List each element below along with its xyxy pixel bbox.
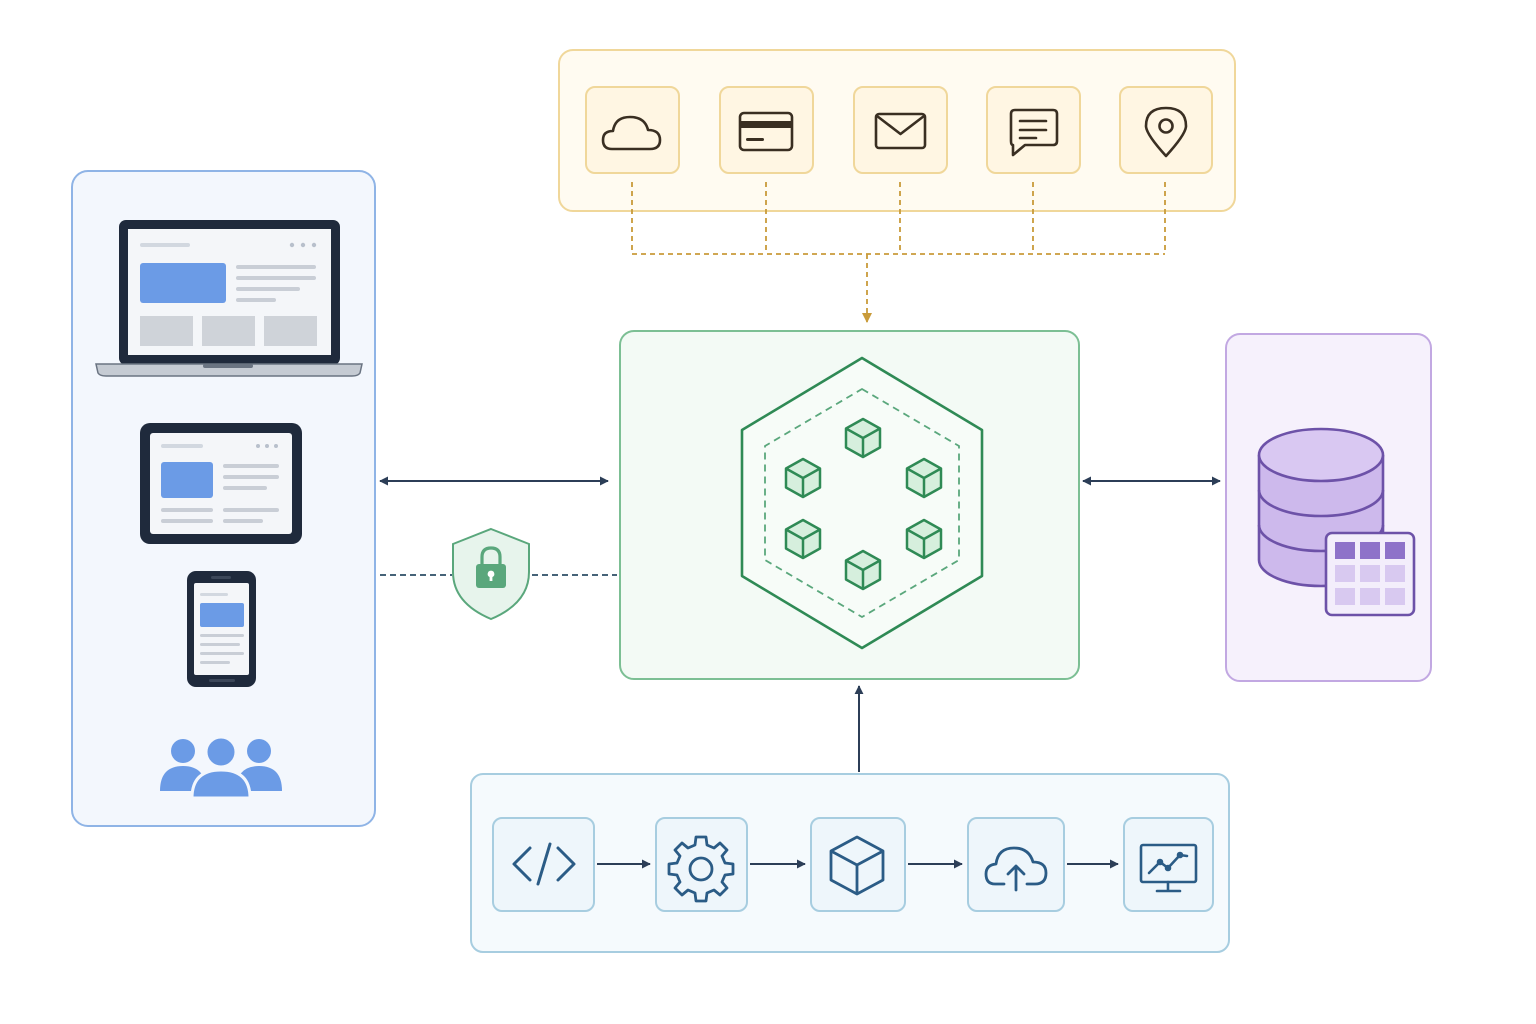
laptop-icon [95,220,363,377]
external-service-tile [585,86,680,174]
external-service-tile [719,86,814,174]
table-grid-icon [1324,531,1416,617]
pipeline-step [1123,817,1214,912]
module-cube-icon [905,518,943,560]
pipeline-step [655,817,748,912]
mail-icon [874,112,927,150]
shield-lock-icon [452,527,530,621]
module-cube-icon [784,457,822,499]
client-panel [71,170,376,827]
data-store-panel [1225,333,1432,682]
external-service-tile [853,86,948,174]
module-cube-icon [844,417,882,459]
external-service-tile [1119,86,1213,174]
package-icon [829,835,885,896]
monitor-chart-icon [1139,843,1198,893]
hexagon-cluster-icon [740,356,984,650]
pipeline-step [492,817,595,912]
module-cube-icon [784,518,822,560]
cloud-upload-icon [984,846,1048,892]
external-services-panel [558,49,1236,323]
users-icon [160,735,282,800]
pipeline-step [810,817,906,912]
smartphone-icon [187,571,256,687]
pipeline-step [967,817,1065,912]
cloud-icon [601,115,662,151]
module-cube-icon [844,549,882,591]
pipeline-panel [470,773,1230,953]
secure-connection [380,527,617,621]
external-service-tile [986,86,1081,174]
core-service-panel [619,330,1080,680]
chat-icon [1009,108,1059,157]
tablet-icon [140,423,302,544]
credit-card-icon [738,111,794,152]
map-pin-icon [1144,106,1188,158]
external-connectors [631,182,1166,323]
gear-icon [667,835,735,903]
module-cube-icon [905,457,943,499]
code-icon [512,842,576,886]
